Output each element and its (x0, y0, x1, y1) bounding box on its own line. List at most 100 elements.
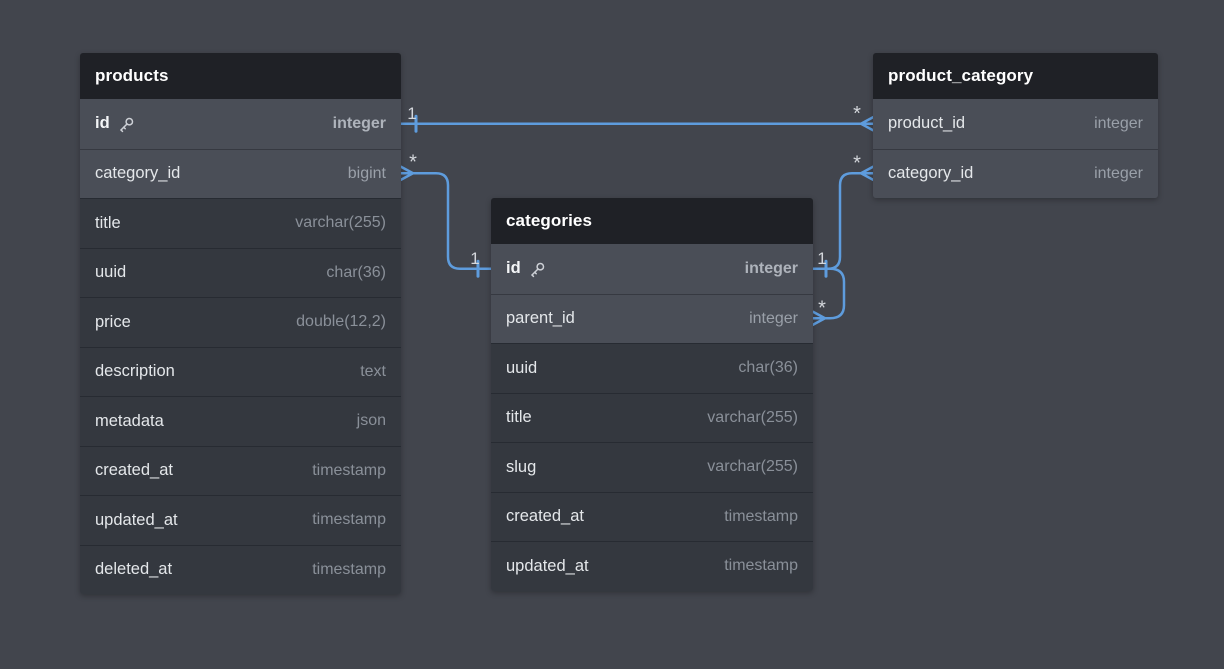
column-name-cell: uuid (95, 263, 126, 282)
column-name: slug (506, 457, 537, 476)
relationship-categories-id--categories-parent_id[interactable]: * (811, 267, 846, 326)
column-name-cell: id (95, 114, 135, 133)
column-name: created_at (506, 507, 584, 526)
column-name-cell: deleted_at (95, 560, 172, 579)
column-name: uuid (95, 263, 127, 282)
cardinality-many-label: * (853, 152, 861, 174)
cardinality-many-label: * (853, 103, 861, 125)
column-products-id[interactable]: id integer (80, 99, 401, 149)
column-type: timestamp (724, 507, 798, 525)
table-header-product_category[interactable]: product_category (873, 53, 1158, 99)
primary-key-icon (119, 117, 133, 133)
many-crowfoot-icon (399, 165, 415, 181)
relationship-line (399, 172, 493, 270)
column-name-cell: id (506, 259, 546, 278)
column-products-description[interactable]: description text (80, 346, 401, 396)
column-categories-id[interactable]: id integer (491, 244, 813, 294)
column-name: id (95, 114, 110, 133)
cardinality-many-label: * (409, 151, 417, 173)
column-products-title[interactable]: title varchar(255) (80, 198, 401, 248)
column-product_category-product_id[interactable]: product_id integer (873, 99, 1158, 149)
column-type: varchar(255) (295, 214, 386, 232)
column-name: updated_at (506, 556, 589, 575)
column-name-cell: created_at (506, 507, 584, 526)
many-crowfoot-icon (811, 310, 827, 326)
column-type: varchar(255) (707, 458, 798, 476)
column-type: double(12,2) (296, 313, 386, 331)
column-type: text (360, 362, 386, 380)
column-name-cell: price (95, 313, 131, 332)
column-name-cell: category_id (95, 164, 180, 183)
column-type: char(36) (738, 359, 798, 377)
table-title: products (95, 66, 169, 85)
relationship-categories-id--product_category-category_id[interactable]: 1* (811, 152, 875, 278)
column-products-metadata[interactable]: metadata json (80, 396, 401, 446)
relationship-categories-id--products-category_id[interactable]: 1* (399, 151, 493, 278)
column-product_category-category_id[interactable]: category_id integer (873, 148, 1158, 198)
column-name: title (95, 213, 121, 232)
column-name: description (95, 362, 175, 381)
column-products-created_at[interactable]: created_at timestamp (80, 445, 401, 495)
column-products-category_id[interactable]: category_id bigint (80, 148, 401, 198)
column-type: integer (1094, 114, 1143, 132)
column-type: integer (744, 259, 798, 277)
many-crowfoot-icon (859, 165, 875, 181)
table-header-products[interactable]: products (80, 53, 401, 99)
column-name: metadata (95, 411, 164, 430)
cardinality-one-label: 1 (470, 249, 479, 268)
column-name-cell: slug (506, 458, 536, 477)
column-products-price[interactable]: price double(12,2) (80, 297, 401, 347)
column-name-cell: category_id (888, 164, 973, 183)
column-name-cell: product_id (888, 114, 965, 133)
column-products-uuid[interactable]: uuid char(36) (80, 247, 401, 297)
table-title: categories (506, 211, 593, 230)
column-name-cell: updated_at (506, 557, 589, 576)
column-type: json (356, 412, 386, 430)
column-type: integer (1094, 164, 1143, 182)
table-title: product_category (888, 66, 1034, 85)
column-name-cell: metadata (95, 412, 164, 431)
column-type: bigint (347, 164, 386, 182)
column-type: timestamp (312, 560, 386, 578)
column-name: uuid (506, 358, 538, 377)
column-name: created_at (95, 461, 173, 480)
column-products-deleted_at[interactable]: deleted_at timestamp (80, 544, 401, 594)
cardinality-one-label: 1 (407, 104, 416, 123)
primary-key-icon (530, 262, 544, 278)
column-type: timestamp (724, 557, 798, 575)
cardinality-many-label: * (818, 297, 826, 319)
column-categories-slug[interactable]: slug varchar(255) (491, 442, 813, 492)
column-name: category_id (95, 164, 181, 183)
column-name-cell: description (95, 362, 175, 381)
column-name-cell: title (95, 214, 121, 233)
column-name-cell: uuid (506, 359, 537, 378)
column-name-cell: created_at (95, 461, 173, 480)
many-crowfoot-icon (859, 116, 875, 132)
column-name: product_id (888, 114, 966, 133)
column-name: deleted_at (95, 560, 173, 579)
column-categories-uuid[interactable]: uuid char(36) (491, 343, 813, 393)
column-name: parent_id (506, 309, 575, 328)
column-type: char(36) (326, 263, 386, 281)
table-categories[interactable]: categories id integer parent_id integer uuid c… (491, 198, 813, 591)
table-products[interactable]: products id integer category_id bigint title v… (80, 53, 401, 594)
cardinality-one-label: 1 (817, 249, 826, 268)
column-type: integer (332, 114, 386, 132)
column-categories-updated_at[interactable]: updated_at timestamp (491, 541, 813, 591)
column-type: timestamp (312, 461, 386, 479)
column-categories-parent_id[interactable]: parent_id integer (491, 293, 813, 343)
column-name: category_id (888, 164, 974, 183)
relationship-products-id--product_category-product_id[interactable]: 1* (399, 103, 875, 133)
column-type: timestamp (312, 511, 386, 529)
column-type: integer (749, 309, 798, 327)
column-categories-created_at[interactable]: created_at timestamp (491, 491, 813, 541)
table-header-categories[interactable]: categories (491, 198, 813, 244)
column-name: price (95, 312, 131, 331)
column-type: varchar(255) (707, 408, 798, 426)
